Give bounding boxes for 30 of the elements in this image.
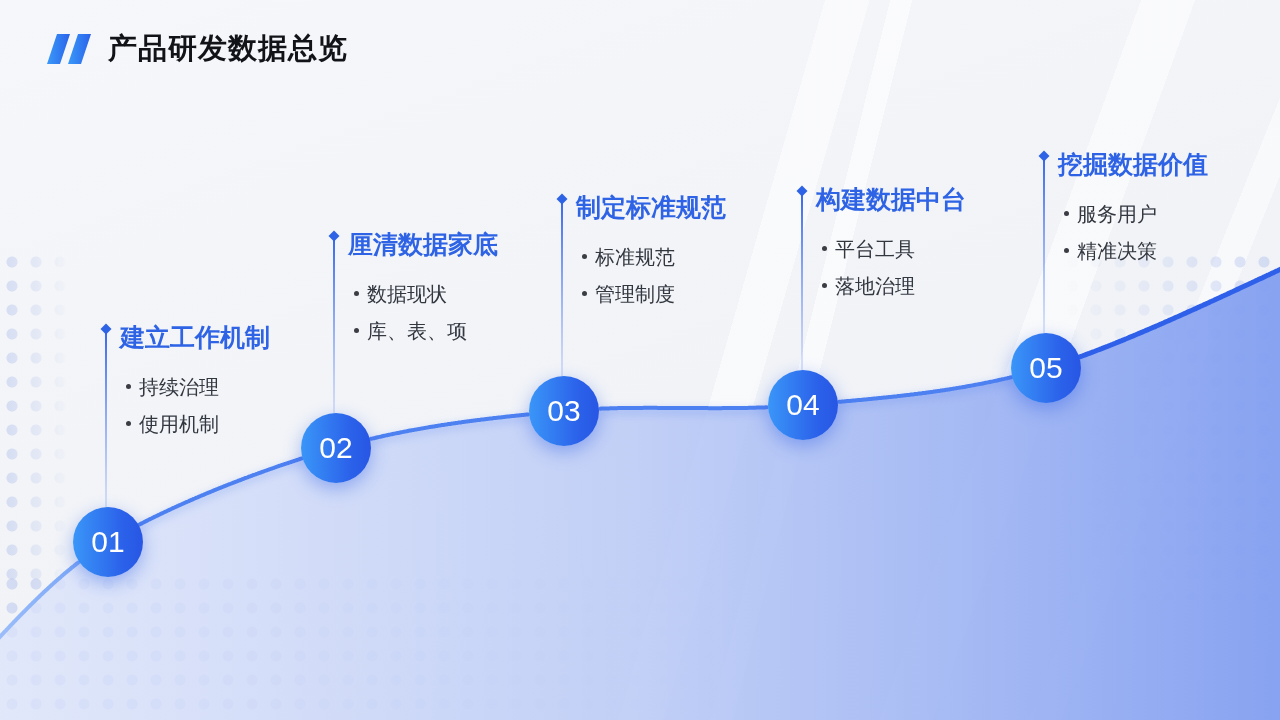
bullet-text: 落地治理 [835,272,915,300]
page-title: 产品研发数据总览 [108,30,348,67]
step-heading: 挖掘数据价值 [1058,149,1208,181]
timeline-curve [369,412,531,441]
step-number-circle: 05 [1011,333,1081,403]
timeline-curve [598,405,769,411]
timeline-curve [137,456,304,527]
bullet-text: 持续治理 [139,373,219,401]
bullet-text: 数据现状 [367,280,447,308]
connector-line [796,185,808,371]
connector-line [1038,150,1050,335]
bullet-text: 服务用户 [1077,200,1157,228]
step-heading: 厘清数据家底 [348,229,498,261]
bullet-text: 管理制度 [595,280,675,308]
bullet-text: 标准规范 [595,243,675,271]
connector-line [556,193,568,378]
step-heading: 建立工作机制 [120,322,270,354]
bullet-text: 平台工具 [835,235,915,263]
bullet-text: 精准决策 [1077,237,1157,265]
step-heading: 构建数据中台 [816,184,966,216]
bullet-text: 库、表、项 [367,317,467,345]
step-number-circle: 02 [301,413,371,483]
step-number-circle: 03 [529,376,599,446]
connector-line [100,323,112,509]
connector-line [328,230,340,415]
step-heading: 制定标准规范 [576,192,726,224]
timeline-curve [837,375,1014,404]
step-number-circle: 01 [73,507,143,577]
bullet-text: 使用机制 [139,410,219,438]
step-number-circle: 04 [768,370,838,440]
